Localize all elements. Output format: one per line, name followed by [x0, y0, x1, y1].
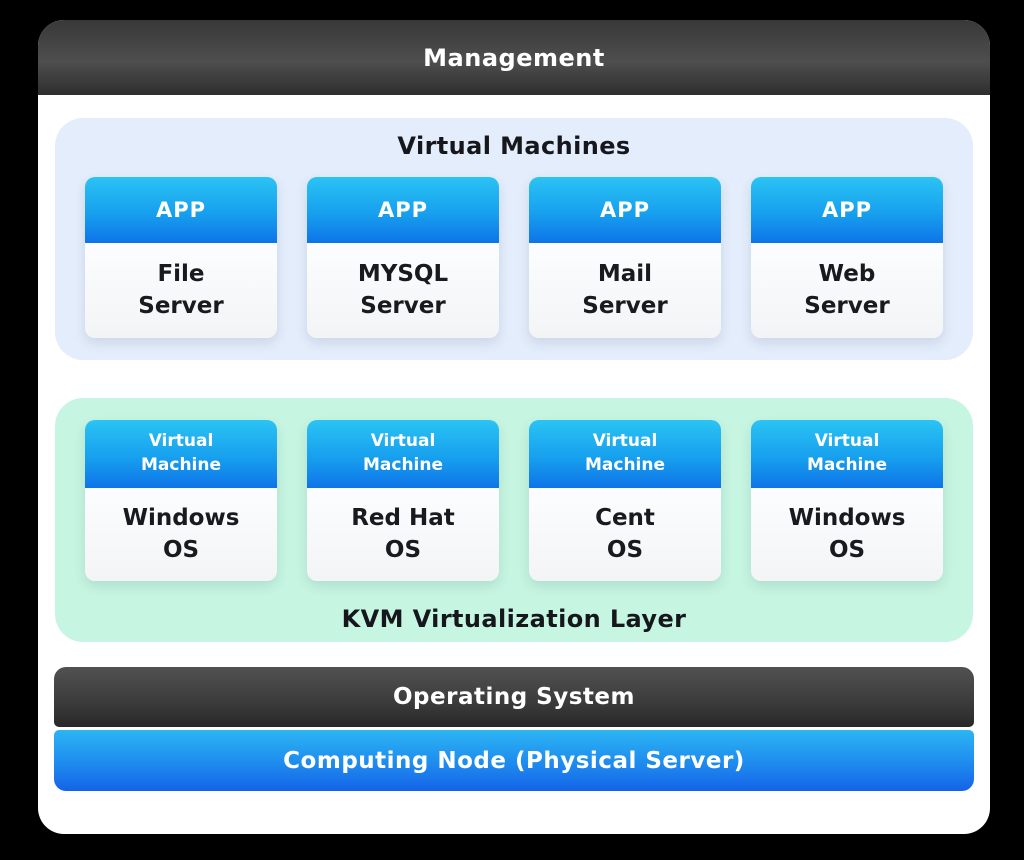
vm-card-windows-os-2: Virtual Machine Windows OS [751, 420, 943, 581]
app-cards-row: APP File Server APP MYSQL Server APP Mai… [55, 177, 973, 338]
kvm-virtualization-section: Virtual Machine Windows OS Virtual Machi… [55, 398, 973, 642]
app-card-header: APP [529, 177, 721, 243]
operating-system-bar: Operating System [54, 667, 974, 727]
vm-card-header: Virtual Machine [307, 420, 499, 488]
app-card-name: File Server [85, 243, 277, 338]
vm-card-header: Virtual Machine [529, 420, 721, 488]
vm-card-name: Cent OS [529, 488, 721, 581]
vm-card-cent-os: Virtual Machine Cent OS [529, 420, 721, 581]
app-card-header: APP [307, 177, 499, 243]
vm-card-header: Virtual Machine [85, 420, 277, 488]
app-card-name: Web Server [751, 243, 943, 338]
app-card-header: APP [85, 177, 277, 243]
management-label: Management [423, 43, 605, 72]
computing-node-label: Computing Node (Physical Server) [283, 747, 745, 774]
app-card-file-server: APP File Server [85, 177, 277, 338]
vm-card-red-hat-os: Virtual Machine Red Hat OS [307, 420, 499, 581]
virtual-machines-section: Virtual Machines APP File Server APP MYS… [55, 118, 973, 360]
app-card-name: Mail Server [529, 243, 721, 338]
management-bar: Management [38, 20, 990, 95]
app-card-web-server: APP Web Server [751, 177, 943, 338]
virtual-machines-title: Virtual Machines [397, 132, 631, 160]
vm-card-name: Red Hat OS [307, 488, 499, 581]
app-card-header: APP [751, 177, 943, 243]
app-card-mail-server: APP Mail Server [529, 177, 721, 338]
app-card-name: MYSQL Server [307, 243, 499, 338]
vm-card-windows-os-1: Virtual Machine Windows OS [85, 420, 277, 581]
vm-card-name: Windows OS [751, 488, 943, 581]
computing-node-bar: Computing Node (Physical Server) [54, 730, 974, 791]
architecture-panel: Management Virtual Machines APP File Ser… [38, 20, 990, 834]
vm-cards-row: Virtual Machine Windows OS Virtual Machi… [55, 398, 973, 581]
kvm-layer-title: KVM Virtualization Layer [341, 605, 687, 633]
vm-card-header: Virtual Machine [751, 420, 943, 488]
vm-card-name: Windows OS [85, 488, 277, 581]
app-card-mysql-server: APP MYSQL Server [307, 177, 499, 338]
operating-system-label: Operating System [392, 684, 635, 710]
